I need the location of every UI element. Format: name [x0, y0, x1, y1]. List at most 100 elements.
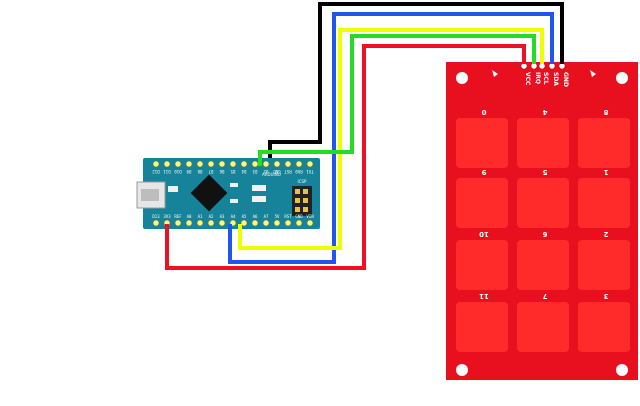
icsp-pin [295, 207, 300, 212]
key-pad [578, 240, 630, 290]
nano-pin [218, 219, 226, 227]
nano-pin [207, 160, 215, 168]
key-pad [517, 240, 569, 290]
nano-pin-label: VIN [306, 214, 314, 219]
nano-pin [240, 160, 248, 168]
nano-pin-label: D13 [152, 214, 160, 219]
key-label: 2 [603, 230, 608, 238]
key-label: 10 [479, 230, 489, 238]
nano-pin [152, 219, 160, 227]
header-pin-label: VCC [524, 72, 531, 86]
key-label: 5 [542, 168, 547, 176]
icsp-label: ICSP [298, 179, 308, 184]
nano-pin [196, 160, 204, 168]
key-pad [517, 118, 569, 168]
icsp-pin [303, 198, 308, 203]
nano-pin-label: 3V3 [163, 214, 171, 219]
key-label: 9 [481, 168, 486, 176]
nano-pin [185, 160, 193, 168]
nano-pin-label: D8 [197, 169, 202, 174]
nano-pin-label: GND [273, 169, 281, 174]
mounting-hole [616, 364, 628, 376]
nano-pin [196, 219, 204, 227]
nano-pin-label: A3 [220, 214, 225, 219]
header-pin-label: IRQ [534, 72, 541, 84]
flame-logo-icon [492, 70, 498, 77]
nano-pin-label: D2 [263, 169, 268, 174]
microcontroller-chip [190, 174, 228, 212]
key-pad [456, 302, 508, 352]
nano-pin [262, 160, 270, 168]
nano-pin [174, 160, 182, 168]
usb-port [141, 189, 159, 201]
nano-pin [240, 219, 248, 227]
key-pad [456, 118, 508, 168]
wire-sda [228, 12, 554, 264]
key-label: 1 [603, 168, 608, 176]
icsp-pin [303, 189, 308, 194]
icsp-pin [295, 198, 300, 203]
nano-pin [251, 219, 259, 227]
nano-pin-label: RX0 [295, 169, 303, 174]
nano-pin [152, 160, 160, 168]
nano-pin-label: D5 [230, 169, 235, 174]
mounting-hole [456, 72, 468, 84]
nano-pin-label: TX1 [306, 169, 314, 174]
nano-pin-label: A1 [198, 214, 203, 219]
nano-pin [295, 160, 303, 168]
key-label: 6 [542, 230, 547, 238]
smd-part [252, 196, 266, 202]
key-pad [456, 240, 508, 290]
icsp-pin [303, 207, 308, 212]
icsp-header: ICSP [292, 179, 312, 216]
nano-pin-label: D11 [163, 169, 171, 174]
header-pin-label: SDA [552, 72, 559, 86]
nano-pin-label: A5 [242, 214, 247, 219]
key-pad [578, 178, 630, 228]
wire-gnd [268, 2, 564, 158]
board-name: ARDUINO [262, 172, 281, 177]
mounting-hole [456, 364, 468, 376]
smd-part [252, 185, 266, 191]
nano-pin-label: RST [284, 214, 292, 219]
key-pad [517, 302, 569, 352]
mounting-hole [616, 72, 628, 84]
nano-pin-label: D10 [174, 169, 182, 174]
wire-irq [258, 34, 536, 166]
nano-pin [207, 219, 215, 227]
nano-pin [251, 160, 259, 168]
nano-pin [229, 160, 237, 168]
header-pin-label: GND [562, 72, 569, 87]
nano-pin-label: D6 [219, 169, 224, 174]
nano-pin [295, 219, 303, 227]
nano-pin-label: D12 [152, 169, 160, 174]
nano-pin [174, 219, 182, 227]
wires [165, 2, 564, 270]
key-pad [456, 178, 508, 228]
key-label: 11 [479, 292, 489, 300]
key-pad [517, 178, 569, 228]
nano-pin-label: A2 [209, 214, 214, 219]
nano-pin [306, 160, 314, 168]
flame-logo-icon [590, 70, 596, 77]
nano-pin-label: D3 [252, 169, 257, 174]
key-label: 8 [603, 108, 608, 116]
nano-pin [218, 160, 226, 168]
key-label: 3 [603, 292, 608, 300]
nano-pin-label: A7 [264, 214, 269, 219]
nano-pin-label: A0 [187, 214, 192, 219]
nano-pin-label: 5V [275, 214, 280, 219]
nano-pin [262, 219, 270, 227]
nano-pin-label: RST [284, 169, 292, 174]
nano-pin [163, 160, 171, 168]
header-pin-label: SCL [542, 72, 549, 85]
nano-pin-label: D7 [208, 169, 213, 174]
nano-pin [284, 160, 292, 168]
reset-button [168, 186, 178, 192]
